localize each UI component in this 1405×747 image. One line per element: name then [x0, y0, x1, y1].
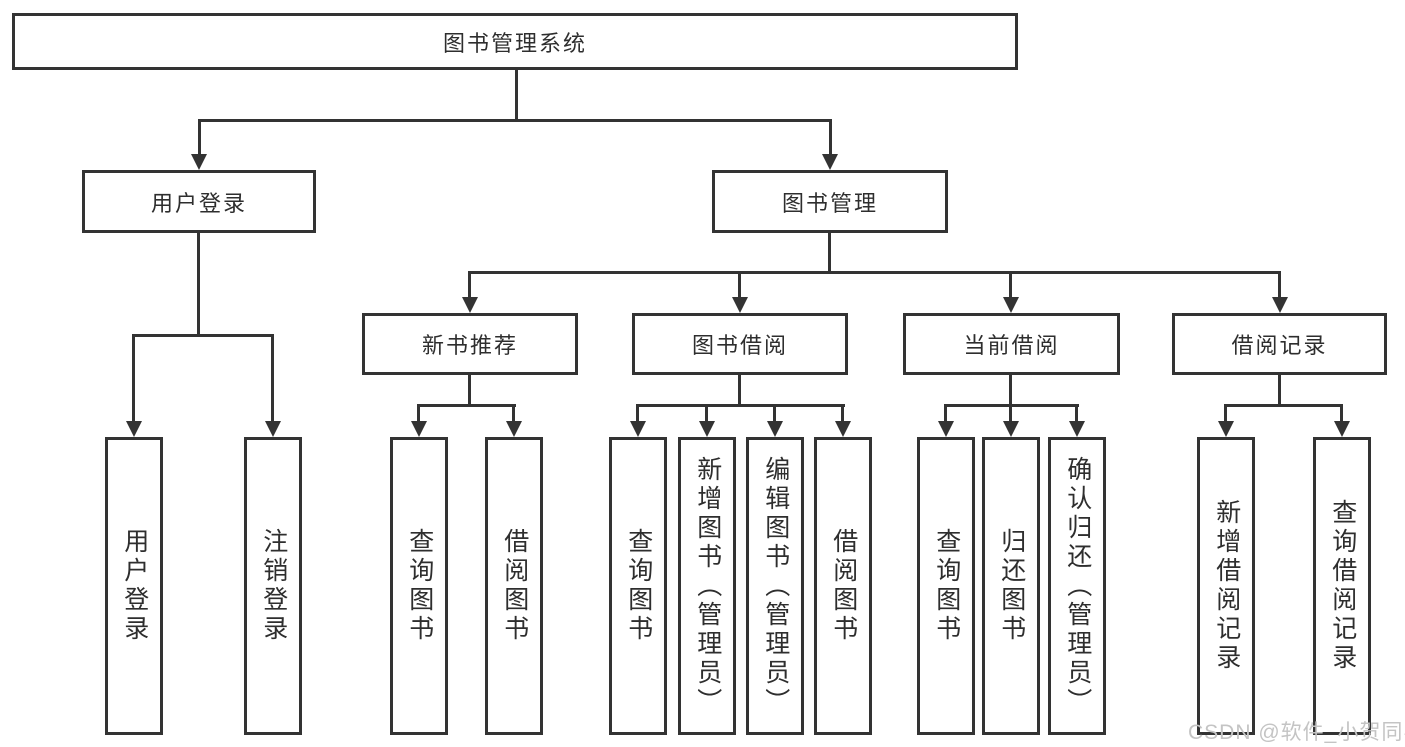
connector-book-mgmt-drop-3 [1009, 271, 1012, 298]
leaf-user-login: 用户登录 [105, 437, 163, 735]
arrow-down-icon [835, 421, 851, 437]
connector-root-bus [198, 119, 832, 122]
arrow-down-icon [938, 421, 954, 437]
node-user-login-label: 用户登录 [150, 190, 247, 216]
arrow-down-icon [1218, 421, 1234, 437]
arrow-down-icon [822, 154, 838, 170]
connector-user-login-stem [197, 233, 200, 336]
connector-user-login-drop-1 [132, 334, 135, 422]
connector-book-mgmt-bus [468, 271, 1281, 274]
leaf-current-query-books: 查询图书 [917, 437, 975, 735]
connector-book-mgmt-drop-2 [738, 271, 741, 298]
connector-records-bus [1224, 404, 1343, 407]
connector-borrow-drop-2 [705, 404, 708, 422]
node-library-system: 图书管理系统 [12, 13, 1018, 70]
leaf-current-confirm-return-admin-label: 确认归还（管理员） [1063, 455, 1092, 717]
leaf-rec-borrow-books-label: 借阅图书 [500, 528, 529, 644]
connector-book-mgmt-drop-1 [468, 271, 471, 298]
node-new-book-recommend-label: 新书推荐 [421, 333, 518, 358]
connector-records-drop-2 [1340, 404, 1343, 422]
arrow-down-icon [265, 421, 281, 437]
connector-user-login-drop-2 [271, 334, 274, 422]
leaf-borrow-edit-books-admin-label: 编辑图书（管理员） [761, 455, 790, 717]
node-book-management-label: 图书管理 [781, 190, 878, 216]
connector-borrow-drop-3 [773, 404, 776, 422]
leaf-borrow-borrow-books-label: 借阅图书 [829, 528, 858, 644]
node-book-borrow-label: 图书借阅 [691, 333, 788, 358]
connector-current-drop-1 [944, 404, 947, 422]
node-library-system-label: 图书管理系统 [442, 30, 587, 56]
node-book-borrow: 图书借阅 [632, 313, 848, 375]
connector-records-stem [1278, 375, 1281, 407]
leaf-borrow-add-books-admin: 新增图书（管理员） [678, 437, 736, 735]
leaf-borrow-query-books: 查询图书 [609, 437, 667, 735]
connector-current-drop-3 [1075, 404, 1078, 422]
connector-root-drop-left [198, 119, 201, 155]
leaf-borrow-edit-books-admin: 编辑图书（管理员） [746, 437, 804, 735]
arrow-down-icon [191, 154, 207, 170]
leaf-borrow-query-books-label: 查询图书 [624, 528, 653, 644]
leaf-current-return-books-label: 归还图书 [997, 528, 1026, 644]
arrow-down-icon [1069, 421, 1085, 437]
node-current-borrow-label: 当前借阅 [963, 333, 1060, 358]
connector-borrow-drop-4 [841, 404, 844, 422]
arrow-down-icon [1334, 421, 1350, 437]
arrow-down-icon [126, 421, 142, 437]
leaf-current-query-books-label: 查询图书 [932, 528, 961, 644]
arrow-down-icon [1272, 297, 1288, 313]
node-user-login: 用户登录 [82, 170, 316, 233]
leaf-logout: 注销登录 [244, 437, 302, 735]
leaf-logout-label: 注销登录 [259, 528, 288, 644]
connector-borrow-stem [738, 375, 741, 407]
arrow-down-icon [699, 421, 715, 437]
arrow-down-icon [462, 297, 478, 313]
leaf-records-query-record: 查询借阅记录 [1313, 437, 1371, 735]
connector-book-mgmt-drop-4 [1278, 271, 1281, 298]
leaf-rec-query-books-label: 查询图书 [405, 528, 434, 644]
leaf-rec-query-books: 查询图书 [390, 437, 448, 735]
leaf-current-return-books: 归还图书 [982, 437, 1040, 735]
node-new-book-recommend: 新书推荐 [362, 313, 578, 375]
node-current-borrow: 当前借阅 [903, 313, 1120, 375]
connector-root-stem [515, 70, 518, 120]
connector-book-mgmt-stem [828, 233, 831, 274]
leaf-borrow-add-books-admin-label: 新增图书（管理员） [693, 455, 722, 717]
arrow-down-icon [732, 297, 748, 313]
node-book-management: 图书管理 [712, 170, 948, 233]
leaf-borrow-borrow-books: 借阅图书 [814, 437, 872, 735]
leaf-user-login-label: 用户登录 [120, 528, 149, 644]
node-borrow-records-label: 借阅记录 [1231, 333, 1328, 358]
connector-borrow-drop-1 [636, 404, 639, 422]
connector-new-rec-stem [468, 375, 471, 407]
arrow-down-icon [767, 421, 783, 437]
connector-root-drop-right [829, 119, 832, 155]
arrow-down-icon [411, 421, 427, 437]
connector-new-rec-drop-2 [512, 404, 515, 422]
connector-user-login-bus [132, 334, 273, 337]
connector-current-drop-2 [1009, 404, 1012, 422]
leaf-records-add-record-label: 新增借阅记录 [1212, 499, 1241, 673]
arrow-down-icon [506, 421, 522, 437]
arrow-down-icon [1003, 421, 1019, 437]
arrow-down-icon [1003, 297, 1019, 313]
connector-new-rec-drop-1 [417, 404, 420, 422]
node-borrow-records: 借阅记录 [1172, 313, 1387, 375]
leaf-records-add-record: 新增借阅记录 [1197, 437, 1255, 735]
arrow-down-icon [630, 421, 646, 437]
connector-current-stem [1009, 375, 1012, 407]
leaf-records-query-record-label: 查询借阅记录 [1328, 499, 1357, 673]
leaf-rec-borrow-books: 借阅图书 [485, 437, 543, 735]
watermark: CSDN @软件_小贺同学 [1188, 721, 1405, 744]
connector-records-drop-1 [1224, 404, 1227, 422]
connector-borrow-bus [636, 404, 845, 407]
leaf-current-confirm-return-admin: 确认归还（管理员） [1048, 437, 1106, 735]
connector-new-rec-bus [417, 404, 516, 407]
